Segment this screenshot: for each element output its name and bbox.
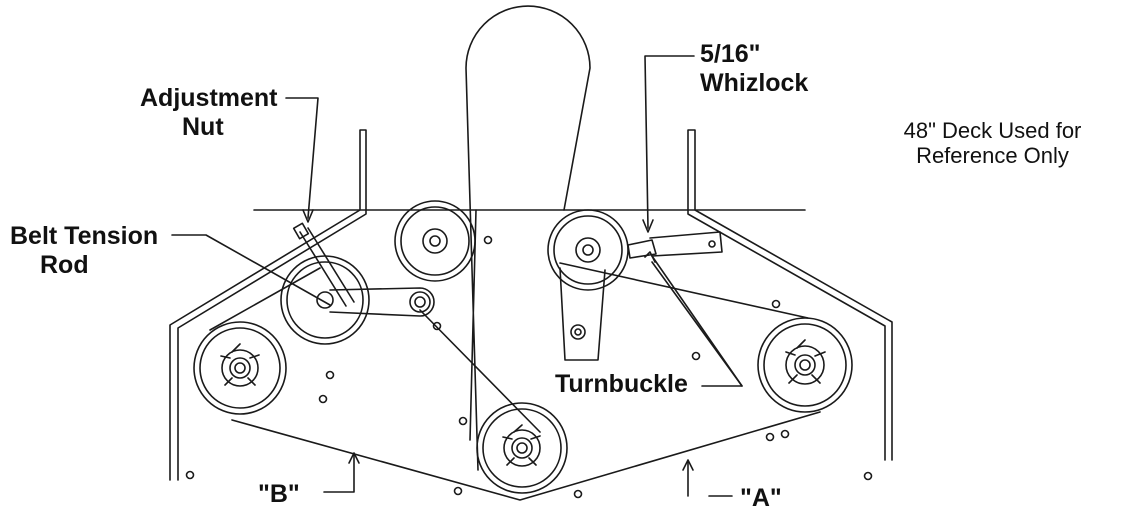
deck-outline [169, 129, 893, 481]
adjustment-nut-label: Adjustment Nut [140, 84, 278, 141]
belt-tension-rod [299, 227, 355, 307]
left-spindle-pulley [193, 321, 287, 415]
upper-left-idler-pulley [394, 200, 476, 282]
leader-lines [171, 55, 743, 497]
deck-holes [185, 235, 873, 499]
tension-idler-pulley [280, 255, 435, 345]
belt-tension-rod-label: Belt Tension Rod [10, 222, 159, 279]
reference-note: 48" Deck Used for Reference Only [903, 118, 1082, 169]
upper-right-idler-pulley [547, 209, 629, 291]
turnbuckle-label: Turnbuckle [555, 370, 688, 398]
right-idler-arm [559, 267, 606, 361]
adjustment-nut [292, 222, 310, 240]
lower-belt [209, 262, 821, 501]
whizlock-label: 5/16" Whizlock [700, 40, 809, 97]
turnbuckle-assembly [627, 231, 723, 259]
right-spindle-pulley [757, 317, 853, 413]
belt-a-label: "A" [740, 484, 782, 512]
belt-b-label: "B" [258, 480, 300, 508]
center-spindle-pulley [476, 402, 568, 494]
